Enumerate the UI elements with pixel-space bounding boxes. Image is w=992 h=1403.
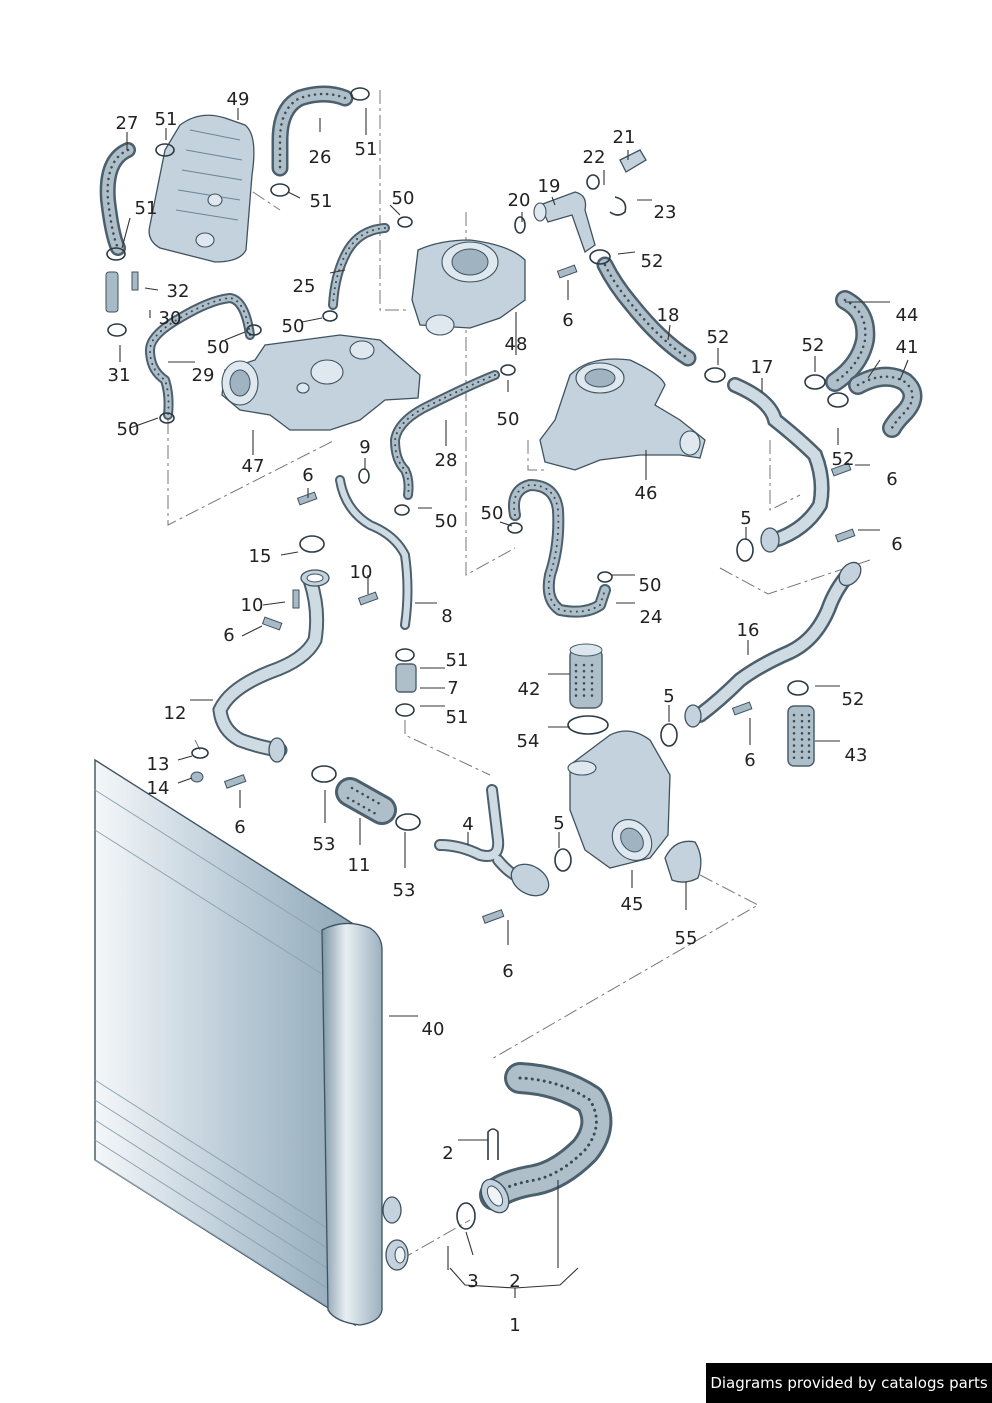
callout-c20: 20 [508, 190, 531, 211]
callout-c10a: 10 [350, 562, 373, 583]
components [148, 114, 849, 883]
callout-c27: 27 [116, 113, 139, 134]
callout-c51e: 51 [446, 650, 469, 671]
callout-c24: 24 [640, 607, 663, 628]
callout-c51f: 51 [446, 707, 469, 728]
callout-c3: 3 [467, 1271, 478, 1292]
callout-c50f: 50 [435, 511, 458, 532]
radiator [94, 758, 409, 1327]
callout-c50b: 50 [282, 316, 305, 337]
callout-c21: 21 [613, 127, 636, 148]
callout-c5b: 5 [663, 686, 674, 707]
callout-c53b: 53 [393, 880, 416, 901]
callout-c40: 40 [422, 1019, 445, 1040]
callout-c11: 11 [348, 855, 371, 876]
callout-c6a: 6 [302, 465, 313, 486]
callout-c10b: 10 [241, 595, 264, 616]
callout-c31: 31 [108, 365, 131, 386]
callout-c50c: 50 [207, 337, 230, 358]
callout-c5c: 5 [740, 508, 751, 529]
callout-c12: 12 [164, 703, 187, 724]
callout-c15: 15 [249, 546, 272, 567]
assembly-lines [167, 90, 871, 1261]
callout-c45: 45 [621, 894, 644, 915]
callout-c6g: 6 [891, 534, 902, 555]
callout-c23: 23 [654, 202, 677, 223]
callout-c50a: 50 [392, 188, 415, 209]
callout-c18: 18 [657, 305, 680, 326]
callout-c53a: 53 [313, 834, 336, 855]
callout-c50h: 50 [639, 575, 662, 596]
callout-c46: 46 [635, 483, 658, 504]
callout-c41: 41 [896, 337, 919, 358]
callout-c5a: 5 [553, 813, 564, 834]
callout-c48: 48 [505, 334, 528, 355]
callout-c6e: 6 [562, 310, 573, 331]
callout-c2b: 2 [509, 1271, 520, 1292]
callout-c6b: 6 [223, 625, 234, 646]
callout-c14: 14 [147, 778, 170, 799]
callout-c47: 47 [242, 456, 265, 477]
callout-c6h: 6 [744, 750, 755, 771]
callout-c52c: 52 [802, 335, 825, 356]
callout-c43: 43 [845, 745, 868, 766]
callout-c25: 25 [293, 276, 316, 297]
callout-c8: 8 [441, 606, 452, 627]
callout-c44: 44 [896, 305, 919, 326]
callout-c9: 9 [359, 437, 370, 458]
callout-c16: 16 [737, 620, 760, 641]
callout-c6c: 6 [234, 817, 245, 838]
callout-c42: 42 [518, 679, 541, 700]
hoses [99, 85, 923, 1214]
callout-c32: 32 [167, 281, 190, 302]
leader-lines [119, 108, 909, 1298]
callout-c17: 17 [751, 357, 774, 378]
pipes [212, 377, 862, 897]
callout-c26: 26 [309, 147, 332, 168]
callout-c28: 28 [435, 450, 458, 471]
callout-c1: 1 [509, 1315, 520, 1336]
callout-c29: 29 [192, 365, 215, 386]
callout-c7: 7 [447, 678, 458, 699]
callout-c50g: 50 [481, 503, 504, 524]
callout-c49: 49 [227, 89, 250, 110]
callout-c52d: 52 [832, 449, 855, 470]
callout-c2a: 2 [442, 1143, 453, 1164]
callout-c50e: 50 [497, 409, 520, 430]
callout-c30: 30 [159, 308, 182, 329]
callout-c13: 13 [147, 754, 170, 775]
callout-c51d: 51 [135, 198, 158, 219]
callout-c22: 22 [583, 147, 606, 168]
fasteners [105, 87, 856, 1230]
callout-c51b: 51 [355, 139, 378, 160]
footer-credit: Diagrams provided by catalogs parts [706, 1363, 992, 1403]
callout-c52b: 52 [707, 327, 730, 348]
callout-c6f: 6 [886, 469, 897, 490]
callout-c52a: 52 [641, 251, 664, 272]
callout-c4: 4 [462, 814, 473, 835]
callout-c55: 55 [675, 928, 698, 949]
callout-c51c: 51 [310, 191, 333, 212]
callout-c52e: 52 [842, 689, 865, 710]
callout-c6d: 6 [502, 961, 513, 982]
callout-c50d: 50 [117, 419, 140, 440]
callout-c19: 19 [538, 176, 561, 197]
callout-c54: 54 [517, 731, 540, 752]
callout-c51a: 51 [155, 109, 178, 130]
